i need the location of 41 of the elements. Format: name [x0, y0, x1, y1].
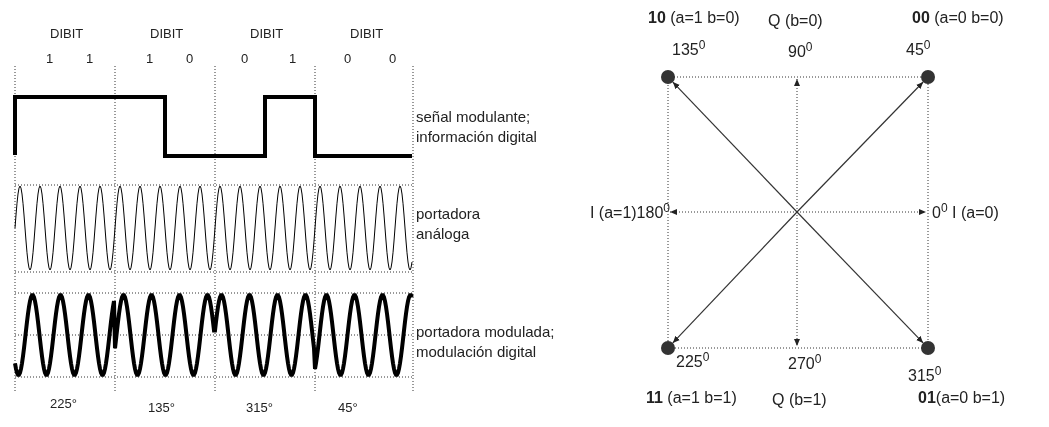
- arrow: [672, 211, 798, 344]
- point-label: 135$^{0}$: [672, 40, 706, 60]
- constellation-point: [921, 341, 935, 355]
- text-label: portadora modulada; modulación digital: [416, 322, 556, 362]
- text-label: 0: [344, 50, 353, 68]
- point-label: 01(a=0 b=1): [918, 388, 1006, 408]
- text-label: I (a=1)180$^{0}$: [588, 201, 670, 223]
- text-label: DIBIT: [350, 25, 385, 43]
- point-label: 45$^{0}$: [906, 40, 931, 60]
- constellation-point: [661, 341, 675, 355]
- text-label: 0: [186, 50, 195, 68]
- text-label: 90$^{0}$: [788, 40, 814, 62]
- text-label: DIBIT: [50, 25, 85, 43]
- arrow: [672, 81, 798, 213]
- text-label: señal modulante; información digital: [416, 107, 538, 147]
- text-label: 270$^{0}$: [788, 352, 823, 374]
- text-label: 1: [46, 50, 55, 68]
- text-label: 1: [289, 50, 298, 68]
- text-label: DIBIT: [150, 25, 185, 43]
- point-label: 225$^{0}$: [676, 352, 710, 372]
- text-label: Q (b=1): [772, 390, 828, 410]
- text-label: 45°: [338, 399, 359, 417]
- text-label: portadora análoga: [416, 204, 482, 244]
- text-label: 1: [86, 50, 95, 68]
- text-label: Q (b=0): [768, 11, 824, 31]
- text-label: 315°: [246, 399, 274, 417]
- point-label: 10 (a=1 b=0): [648, 8, 740, 28]
- text-label: 135°: [148, 399, 176, 417]
- text-label: 0: [389, 50, 398, 68]
- text-label: 225°: [50, 395, 78, 413]
- arrow: [796, 81, 924, 213]
- text-label: DIBIT: [250, 25, 285, 43]
- text-label: 0: [241, 50, 250, 68]
- constellation-point: [661, 70, 675, 84]
- constellation-point: [921, 70, 935, 84]
- point-label: 00 (a=0 b=0): [912, 8, 1004, 28]
- point-label: 11 (a=1 b=1): [646, 388, 737, 408]
- point-label: 315$^{0}$: [908, 366, 942, 386]
- text-label: 0$^{0}$ I (a=0): [932, 201, 1000, 223]
- arrow: [796, 211, 924, 344]
- text-label: 1: [146, 50, 155, 68]
